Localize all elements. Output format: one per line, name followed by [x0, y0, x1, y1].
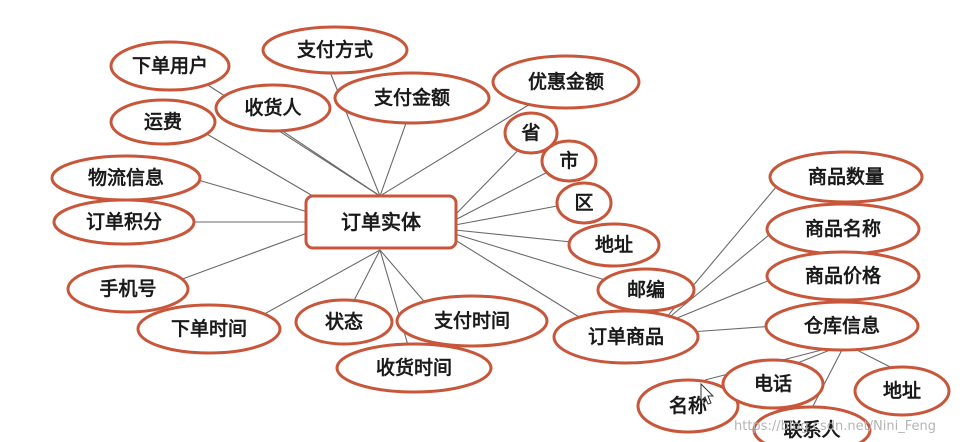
edge-shangpin-mingcheng	[659, 229, 776, 326]
attr-cangku-dizhi-label: 地址	[883, 379, 921, 402]
attr-cangku-xinxi-label: 仓库信息	[803, 314, 880, 337]
attr-dizhi-label: 地址	[595, 233, 633, 256]
attr-zhifu-shijian: 支付时间	[395, 294, 549, 348]
edge-youbian	[454, 233, 629, 288]
attr-shouhuo-shijian: 收货时间	[335, 342, 493, 394]
attr-youhui-jine-label: 优惠金额	[528, 70, 604, 93]
attr-zhifu-shijian-label: 支付时间	[433, 309, 510, 332]
edge-zhifu-jine	[379, 111, 411, 197]
attr-cangku-xinxi: 仓库信息	[764, 300, 920, 352]
connector-lines	[157, 71, 901, 409]
attr-cangku-lianxiren-label: 联系人	[783, 419, 841, 441]
attr-xiadan-shijian-label: 下单时间	[171, 317, 247, 340]
attr-zhifu-fangshi: 支付方式	[261, 25, 409, 75]
attr-cangku-mingcheng: 名称	[636, 378, 740, 434]
attr-dingdan-shangpin: 订单商品	[552, 309, 700, 365]
attr-dizhi: 地址	[567, 222, 661, 268]
attr-shangpin-mingcheng-label: 商品名称	[805, 217, 881, 240]
attr-shangpin-shuliang-label: 商品数量	[808, 165, 884, 188]
edge-shouhuoren	[271, 123, 381, 197]
watermark-text: https://blog.csdn.net/Nini_Feng	[734, 419, 936, 434]
attr-cangku-dianhua-label: 电话	[754, 372, 792, 395]
attr-xiadan-yonghu: 下单用户	[109, 40, 231, 92]
edge-shouhuo-shijian	[379, 249, 411, 353]
cursor-icon	[700, 382, 715, 405]
edge-yunfei	[199, 129, 331, 207]
attr-yunfei-label: 运费	[144, 111, 182, 133]
edge-cangku-xinxi	[689, 325, 776, 333]
attr-dingdan-jifen-label: 订单积分	[86, 210, 162, 233]
edge-wuliu-xinxi	[197, 179, 309, 213]
attr-dingdan-jifen: 订单积分	[52, 198, 196, 246]
attr-yunfei: 运费	[109, 98, 217, 146]
edge-qu	[454, 203, 569, 226]
attr-shoujihao-label: 手机号	[99, 277, 156, 300]
attr-cangku-mingcheng-label: 名称	[669, 394, 707, 417]
attr-sheng: 省	[503, 111, 559, 155]
entity-dingdan-label: 订单实体	[341, 210, 422, 234]
edge-cangku-lianxiren	[811, 343, 846, 409]
attr-sheng-label: 省	[520, 122, 540, 144]
attr-wuliu-xinxi: 物流信息	[50, 154, 202, 202]
attr-dingdan-shangpin-label: 订单商品	[588, 325, 664, 348]
edge-dingdan-shangpin	[451, 237, 593, 326]
attr-zhuangtai-label: 状态	[325, 310, 363, 333]
attr-shi-label: 市	[559, 149, 578, 172]
attr-shangpin-shuliang: 商品数量	[768, 150, 924, 204]
attr-shangpin-jiage-label: 商品价格	[805, 264, 882, 287]
nodes: 订单实体 下单用户 支付方式 运费 收货人 支付金额	[50, 25, 951, 442]
edge-shangpin-jiage	[659, 277, 776, 326]
attr-youbian-label: 邮编	[627, 278, 665, 301]
entity-dingdan: 订单实体	[304, 194, 458, 250]
attr-qu: 区	[555, 181, 613, 225]
attr-cangku-lianxiren: 联系人	[752, 405, 872, 442]
attr-wuliu-xinxi-label: 物流信息	[88, 166, 164, 189]
attr-shouhuoren: 收货人	[214, 83, 332, 133]
attr-xiadan-shijian: 下单时间	[136, 303, 282, 355]
attr-youhui-jine: 优惠金额	[491, 54, 641, 110]
attr-shoujihao: 手机号	[66, 264, 190, 314]
attr-shangpin-jiage: 商品价格	[765, 250, 921, 302]
attr-shangpin-mingcheng: 商品名称	[765, 202, 921, 256]
attr-cangku-dizhi: 地址	[853, 365, 951, 417]
attr-qu-label: 区	[574, 192, 593, 214]
attr-xiadan-yonghu-label: 下单用户	[132, 54, 208, 77]
attr-zhifu-jine-label: 支付金额	[373, 86, 450, 109]
attr-cangku-dianhua: 电话	[721, 358, 825, 410]
edge-xiadan-shijian	[249, 249, 381, 323]
attr-zhifu-jine: 支付金额	[333, 71, 491, 125]
attr-shi: 市	[540, 139, 598, 183]
attr-shouhuo-shijian-label: 收货时间	[376, 356, 452, 379]
attr-shouhuoren-label: 收货人	[244, 96, 302, 119]
attr-zhifu-fangshi-label: 支付方式	[296, 38, 373, 61]
attr-zhuangtai: 状态	[294, 298, 394, 346]
attr-youbian: 邮编	[596, 267, 696, 313]
